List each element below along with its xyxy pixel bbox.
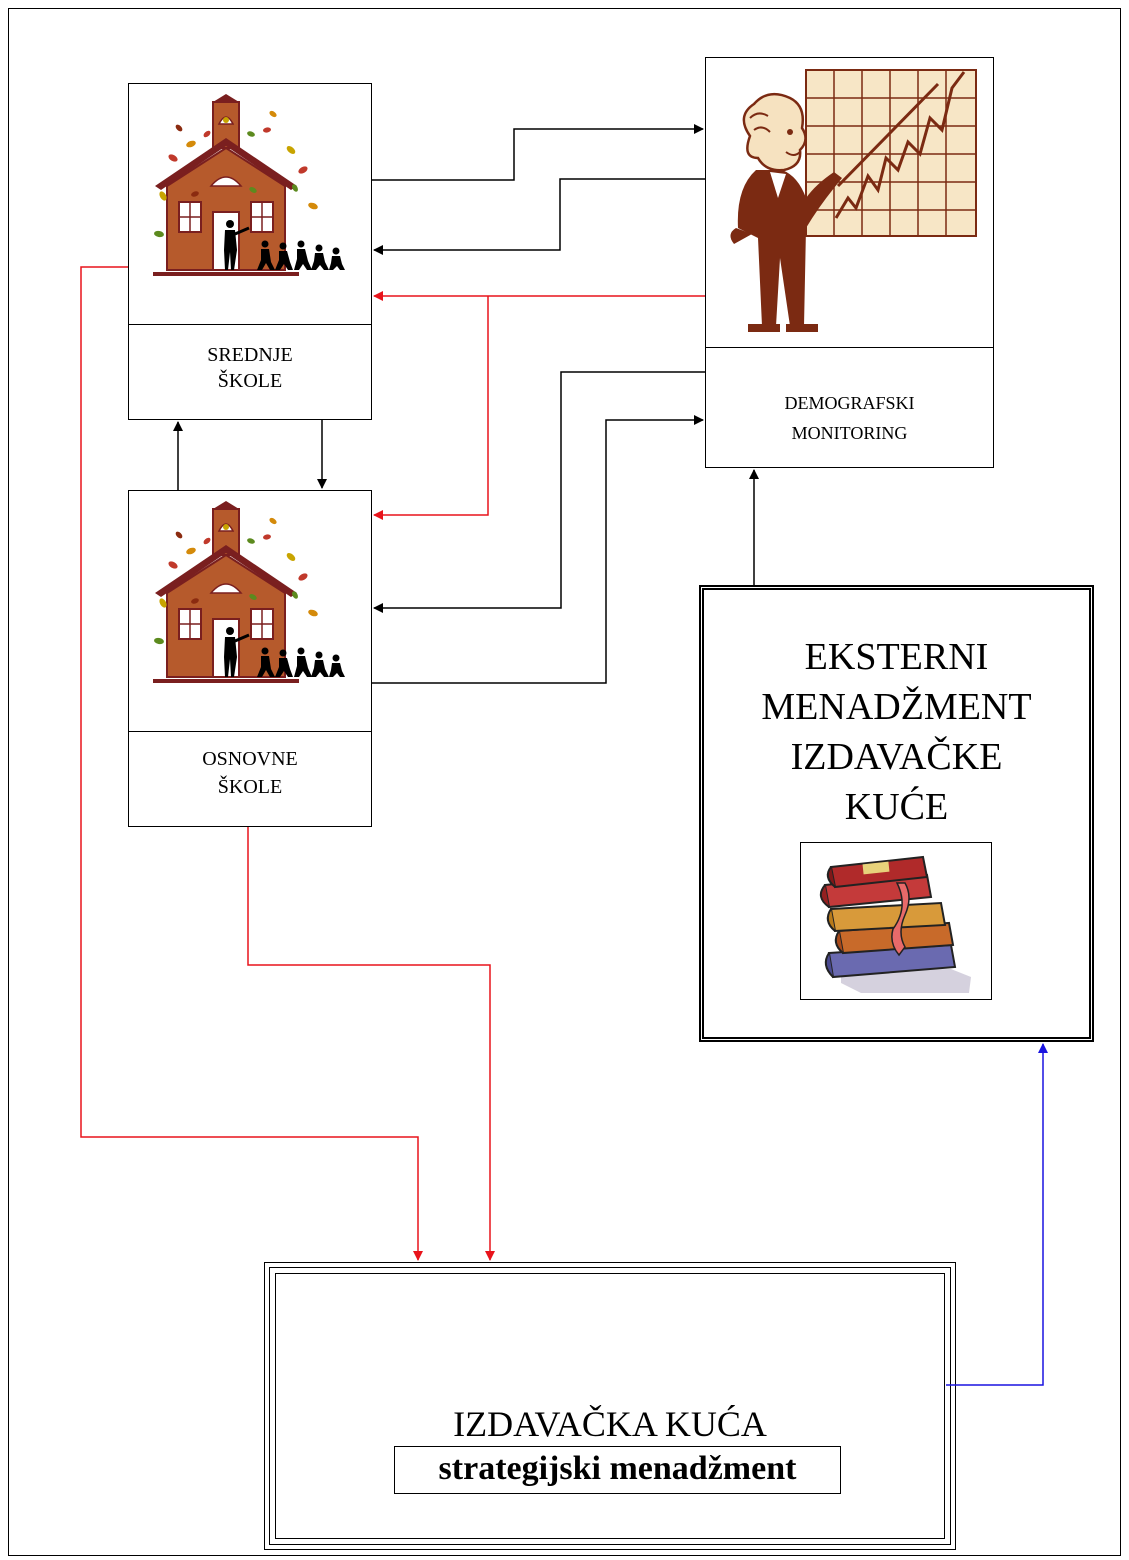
schoolhouse-icon	[153, 94, 345, 276]
edge-osnovne-to-izdavacka	[247, 827, 495, 1261]
eksterni-label-line2: MENADŽMENT	[761, 686, 1032, 728]
node-eksterni-menadzment: EKSTERNI MENADŽMENT IZDAVAČKE KUĆE	[699, 585, 1094, 1042]
node-demografski-image	[706, 58, 993, 348]
node-srednje-skole-image	[129, 84, 371, 325]
node-srednje-skole: SREDNJE ŠKOLE	[128, 83, 372, 420]
eksterni-label-line1: EKSTERNI	[804, 636, 989, 678]
edge-demografski-to-osnovne-red	[373, 296, 489, 520]
osnovne-skole-label-line1: OSNOVNE	[202, 748, 298, 770]
eksterni-label-line3: IZDAVAČKE	[790, 736, 1003, 778]
eksterni-label-line4: KUĆE	[844, 786, 949, 828]
edge-demografski-to-srednje	[373, 178, 705, 255]
demografski-label-line1: DEMOGRAFSKI	[784, 393, 915, 413]
edge-srednje-to-demografski	[372, 124, 704, 181]
outer-frame	[8, 8, 1121, 1556]
srednje-skole-label-line1: SREDNJE	[207, 344, 293, 366]
edge-demografski-to-osnovne	[373, 371, 705, 613]
presenter-chart-icon	[730, 69, 977, 332]
izdavacka-subtitle-box: strategijski menadžment	[394, 1446, 841, 1494]
node-demografski-monitoring: DEMOGRAFSKI MONITORING	[705, 57, 994, 468]
node-osnovne-skole: OSNOVNE ŠKOLE	[128, 490, 372, 827]
srednje-skole-label-line2: ŠKOLE	[217, 370, 283, 392]
izdavacka-title: IZDAVAČKA KUĆA	[453, 1404, 767, 1444]
demografski-label-line2: MONITORING	[791, 423, 908, 443]
izdavacka-subtitle: strategijski menadžment	[438, 1450, 797, 1487]
node-osnovne-skole-image	[129, 491, 371, 732]
node-izdavacka-kuca: IZDAVAČKA KUĆA strategijski menadžment	[264, 1262, 956, 1550]
osnovne-skole-label-line2: ŠKOLE	[217, 776, 283, 798]
edge-izdavacka-to-eksterni	[946, 1043, 1048, 1386]
books-image-frame	[800, 842, 992, 1000]
edge-osnovne-to-demografski	[372, 415, 704, 684]
book-stack-icon	[819, 855, 971, 993]
schoolhouse-icon	[153, 501, 345, 683]
edge-srednje-to-izdavacka	[80, 266, 423, 1261]
